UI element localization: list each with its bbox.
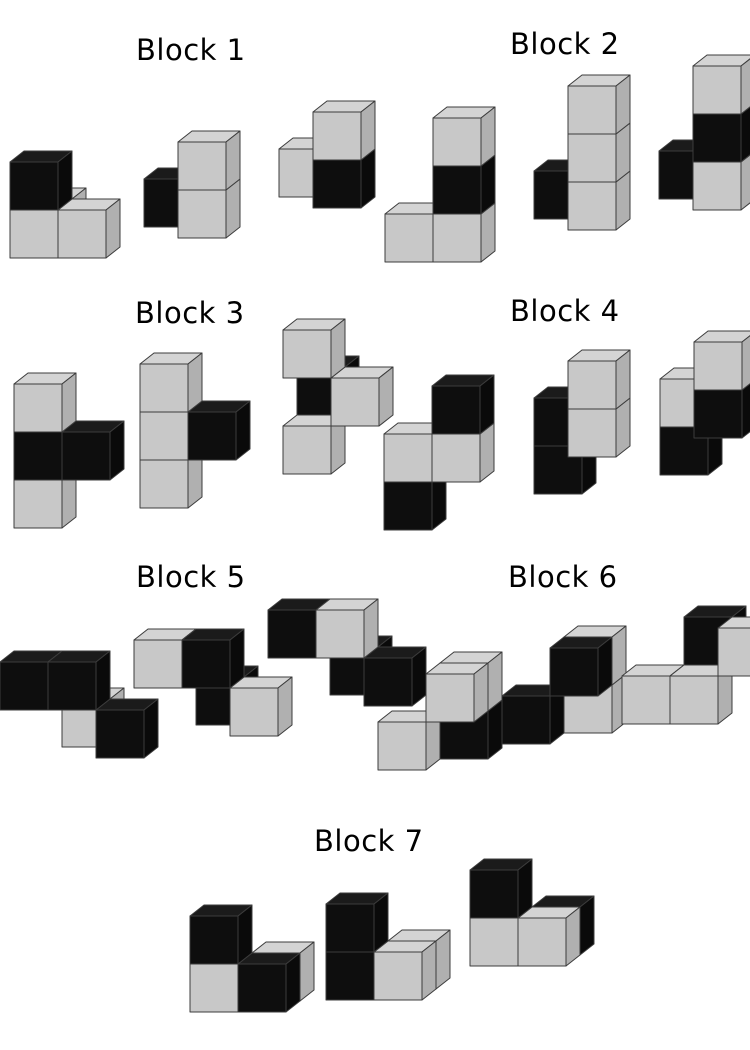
block-4-view-2 (533, 349, 631, 495)
block-2-view-2 (533, 74, 631, 231)
cube (139, 352, 203, 413)
cube (95, 698, 159, 759)
cube (325, 892, 389, 953)
cube (501, 684, 565, 745)
cube (669, 664, 733, 725)
cube (61, 420, 125, 481)
block-5-view-2 (133, 628, 293, 737)
cube (717, 616, 750, 677)
cube (692, 54, 750, 115)
block-3-view-2 (139, 352, 251, 509)
cube (181, 628, 245, 689)
cube (13, 372, 77, 433)
cube (425, 662, 489, 723)
cube (282, 318, 346, 379)
block-1-view-3 (278, 100, 376, 209)
block-3-view-1 (13, 372, 125, 529)
block-6-view-1 (377, 651, 503, 771)
cube (330, 366, 394, 427)
block-7-view-1 (189, 904, 315, 1013)
cube (567, 349, 631, 410)
block-6-view-2 (501, 625, 627, 745)
block-3-title: Block 3 (135, 296, 245, 330)
block-2-title: Block 2 (510, 27, 620, 61)
block-1-view-2 (143, 130, 241, 239)
block-5-view-1 (0, 650, 159, 759)
cube (47, 650, 111, 711)
cube (567, 74, 631, 135)
cube (469, 858, 533, 919)
block-2-view-3 (658, 54, 750, 211)
cube (517, 906, 581, 967)
cube (549, 636, 613, 697)
block-3-view-3 (282, 318, 394, 475)
cube (282, 414, 346, 475)
cube (189, 904, 253, 965)
cube (363, 646, 427, 707)
block-7-title: Block 7 (314, 824, 424, 858)
cube (312, 100, 376, 161)
cube (373, 940, 437, 1001)
cube (229, 676, 293, 737)
block-4-title: Block 4 (510, 294, 620, 328)
cube (237, 952, 301, 1013)
block-6-view-3 (621, 605, 750, 725)
cube (187, 400, 251, 461)
cube (9, 150, 73, 211)
cube (177, 130, 241, 191)
block-4-view-3 (659, 330, 750, 476)
block-1-view-1 (9, 150, 121, 259)
block-7-view-2 (325, 892, 451, 1001)
cube (57, 198, 121, 259)
block-6-title: Block 6 (508, 560, 618, 594)
cube (432, 106, 496, 167)
cube (693, 330, 750, 391)
block-1-title: Block 1 (136, 33, 246, 67)
cube (431, 374, 495, 435)
block-5-title: Block 5 (136, 560, 246, 594)
block-7-view-3 (469, 858, 595, 967)
cube (315, 598, 379, 659)
cube (377, 710, 441, 771)
block-4-view-1 (383, 374, 495, 531)
block-5-view-3 (267, 598, 427, 707)
block-2-view-1 (384, 106, 496, 263)
